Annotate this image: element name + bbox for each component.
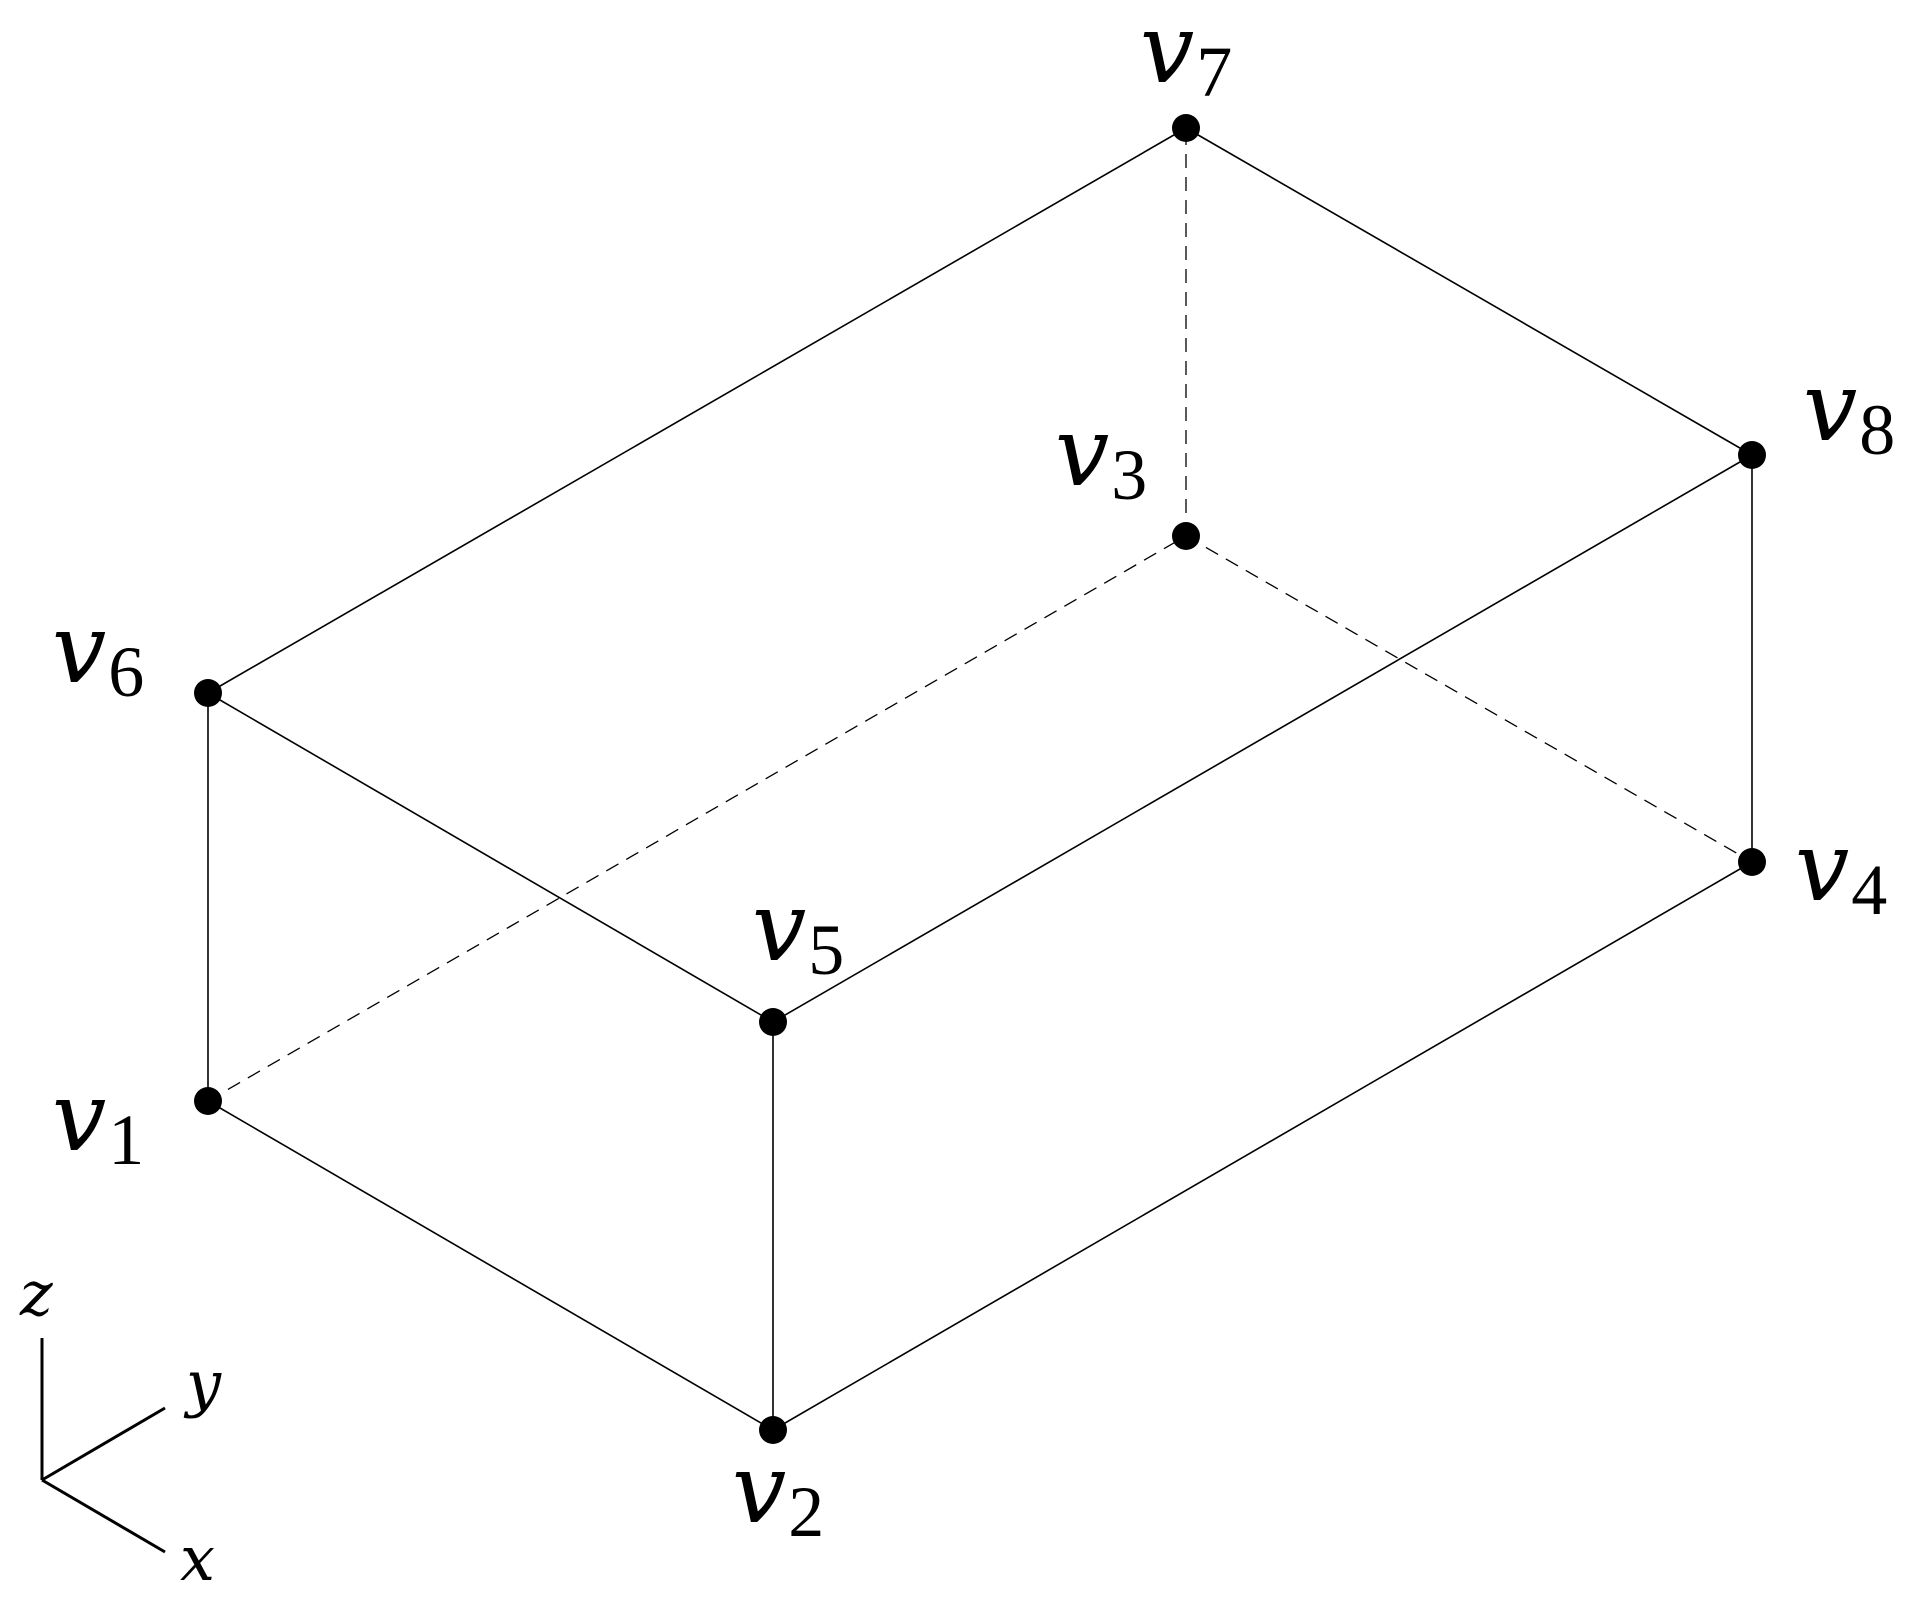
edge-v2-v4 xyxy=(772,861,1753,1431)
vertex-subscript: 3 xyxy=(1111,435,1147,515)
vertex-dot-v2 xyxy=(759,1416,787,1444)
vertex-label-v2: v2 xyxy=(732,1433,824,1552)
vertex-subscript: 7 xyxy=(1196,32,1232,112)
vertex-letter: v xyxy=(1803,351,1857,463)
edge-v5-v8 xyxy=(772,454,1753,1023)
vertex-subscript: 5 xyxy=(808,910,844,990)
vertex-label-v1: v1 xyxy=(52,1061,144,1180)
vertex-label-v5: v5 xyxy=(752,871,844,990)
vertex-dot-v5 xyxy=(759,1008,787,1036)
vertex-subscript: 2 xyxy=(788,1472,824,1552)
axis-triad: z y x xyxy=(19,1257,222,1595)
x-axis-line xyxy=(41,1478,166,1554)
vertex-letter: v xyxy=(752,871,806,983)
vertex-letter: v xyxy=(52,1061,106,1173)
vertex-dot-v4 xyxy=(1738,848,1766,876)
z-axis-label: z xyxy=(19,1257,53,1330)
vertex-subscript: 1 xyxy=(108,1100,144,1180)
vertex-label-v6: v6 xyxy=(52,593,144,712)
edge-v6-v5 xyxy=(207,692,774,1023)
vertex-letter: v xyxy=(52,593,106,705)
vertex-dot-v7 xyxy=(1172,114,1200,142)
vertex-subscript: 6 xyxy=(108,632,144,712)
vertex-subscript: 8 xyxy=(1859,390,1895,470)
vertex-dots xyxy=(194,114,1766,1444)
edge-v3-v4 xyxy=(1185,535,1753,863)
vertex-dot-v6 xyxy=(194,679,222,707)
vertex-letter: v xyxy=(732,1433,786,1545)
vertex-label-v8: v8 xyxy=(1803,351,1895,470)
vertex-dot-v3 xyxy=(1172,522,1200,550)
vertex-letter: v xyxy=(1055,396,1109,508)
edge-v1-v2 xyxy=(207,1100,774,1431)
vertex-dot-v1 xyxy=(194,1087,222,1115)
vertex-label-v3: v3 xyxy=(1055,396,1147,515)
edge-v1-v3 xyxy=(207,535,1187,1102)
vertex-label-v7: v7 xyxy=(1140,0,1232,112)
edge-v6-v7 xyxy=(207,127,1187,694)
vertex-letter: v xyxy=(1795,811,1849,923)
vertex-subscript: 4 xyxy=(1851,850,1887,930)
edge-v7-v8 xyxy=(1185,127,1753,456)
vertex-dot-v8 xyxy=(1738,441,1766,469)
box-edges xyxy=(207,127,1753,1431)
y-axis-label: y xyxy=(183,1347,222,1420)
vertex-letter: v xyxy=(1140,0,1194,105)
y-axis-line xyxy=(41,1406,166,1482)
vertex-label-v4: v4 xyxy=(1795,811,1887,930)
x-axis-label: x xyxy=(180,1522,215,1595)
